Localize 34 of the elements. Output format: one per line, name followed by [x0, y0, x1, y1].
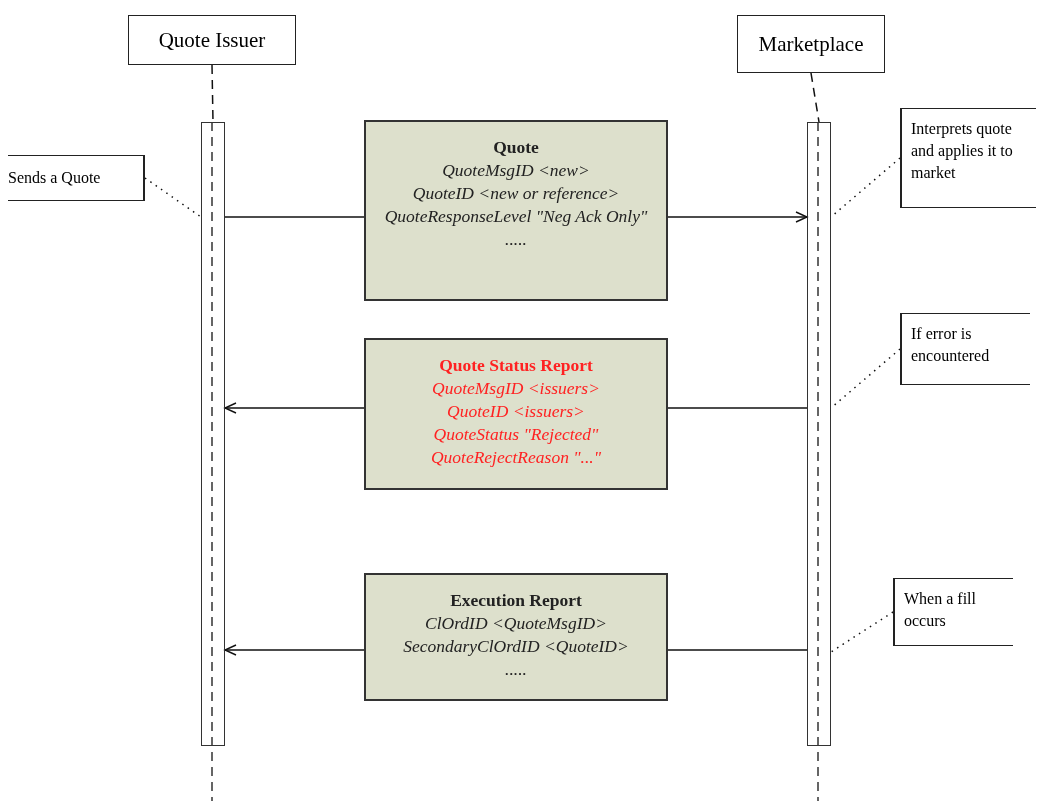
- message-field: QuoteMsgID <issuers>: [432, 377, 600, 400]
- message-field: .....: [505, 228, 527, 251]
- message-line: [224, 216, 365, 218]
- message-title: Quote Status Report: [439, 354, 593, 377]
- leader-line: [830, 611, 894, 653]
- message-field: SecondaryClOrdID <QuoteID>: [403, 635, 629, 658]
- annotation-note: Interprets quote and applies it to market: [900, 108, 1036, 208]
- activation-bar: [807, 122, 831, 746]
- message-field: QuoteID <new or reference>: [412, 182, 620, 205]
- message-field: QuoteResponseLevel "Neg Ack Only": [384, 205, 648, 228]
- message-field: .....: [505, 658, 527, 681]
- message-box: [364, 120, 668, 301]
- message-arrow: [667, 211, 808, 223]
- message-field: ClOrdID <QuoteMsgID>: [425, 612, 607, 635]
- message-title: Quote: [493, 136, 539, 159]
- message-line: [667, 649, 808, 651]
- annotation-note: When a fill occurs: [893, 578, 1013, 646]
- message-arrow: [224, 402, 365, 414]
- annotation-note: If error is encountered: [900, 313, 1030, 385]
- message-box: [364, 338, 668, 490]
- message-field: QuoteRejectReason "...": [430, 446, 602, 469]
- message-title: Execution Report: [450, 589, 582, 612]
- message-field: QuoteMsgID <new>: [442, 159, 590, 182]
- activation-bar: [201, 122, 225, 746]
- message-arrow: [224, 644, 365, 656]
- message-field: QuoteStatus "Rejected": [433, 423, 599, 446]
- message-line: [667, 407, 808, 409]
- annotation-note: Sends a Quote: [8, 155, 145, 201]
- leader-line: [144, 177, 202, 218]
- lifeline-header: Marketplace: [737, 15, 885, 73]
- lifeline-header: Quote Issuer: [128, 15, 296, 65]
- message-box: [364, 573, 668, 701]
- lifeline: [810, 72, 820, 123]
- message-field: QuoteID <issuers>: [447, 400, 585, 423]
